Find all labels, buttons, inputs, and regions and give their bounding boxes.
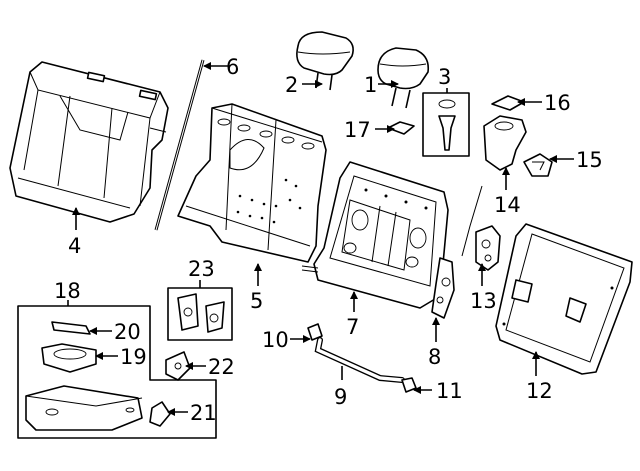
bracket-22 — [165, 351, 191, 381]
guide-cover-14 — [483, 115, 527, 171]
callout-12: 12 — [526, 379, 553, 403]
callout-16: 16 — [544, 91, 571, 115]
headrest-2 — [296, 31, 354, 91]
callout-22: 22 — [208, 355, 235, 379]
seat-back-frame — [301, 161, 449, 309]
callout-9: 9 — [334, 385, 347, 409]
callout-19: 19 — [120, 345, 147, 369]
latch-assembly — [431, 185, 483, 319]
armrest-group-box-18 — [17, 300, 217, 439]
latch-13 — [475, 225, 501, 271]
callout-1: 1 — [364, 73, 377, 97]
back-panel — [495, 223, 633, 375]
headrest-1 — [377, 47, 430, 109]
leader-lines — [72, 62, 574, 416]
callout-20: 20 — [114, 320, 141, 344]
clip-15 — [523, 153, 553, 177]
callout-labels: 1 2 3 4 5 6 7 8 9 10 11 12 13 14 15 16 1… — [54, 55, 603, 425]
callout-8: 8 — [428, 345, 441, 369]
rod-9 — [314, 337, 405, 383]
callout-17: 17 — [344, 118, 371, 142]
callout-3: 3 — [438, 65, 451, 89]
callout-21: 21 — [190, 401, 217, 425]
callout-23: 23 — [188, 257, 215, 281]
callout-13: 13 — [470, 289, 497, 313]
seat-back-cushion — [9, 61, 169, 223]
callout-18: 18 — [54, 279, 81, 303]
callout-2: 2 — [285, 73, 298, 97]
bracket-box-23 — [167, 287, 233, 341]
trim-cap-16 — [491, 95, 525, 111]
bracket-rod — [154, 59, 205, 231]
trim-cap-17 — [387, 121, 415, 135]
callout-6: 6 — [226, 55, 239, 79]
callout-7: 7 — [346, 315, 359, 339]
callout-14: 14 — [494, 193, 521, 217]
callout-15: 15 — [576, 148, 603, 172]
seat-back-pad — [177, 103, 327, 263]
callout-11: 11 — [436, 379, 463, 403]
callout-4: 4 — [68, 234, 81, 258]
headrest-guide-box — [422, 92, 470, 157]
callout-10: 10 — [262, 328, 289, 352]
callout-5: 5 — [250, 289, 263, 313]
cap-11 — [401, 377, 417, 393]
